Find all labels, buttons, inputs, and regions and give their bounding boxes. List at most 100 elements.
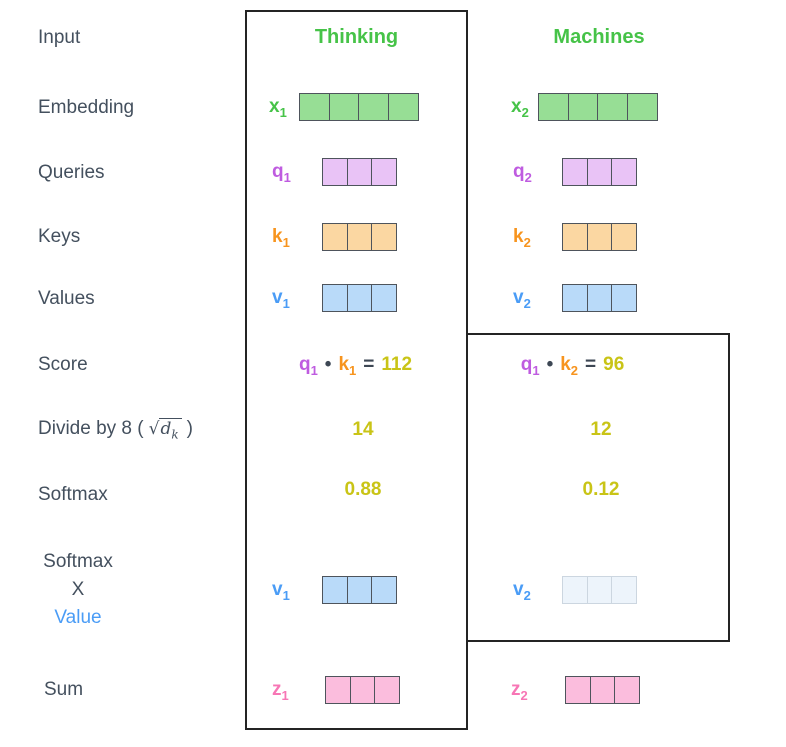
divide-label-prefix: Divide by 8 ( (38, 418, 144, 439)
vector-cell (325, 676, 351, 704)
row-label-embedding: Embedding (38, 97, 135, 118)
v2-weighted-vector-faded (562, 576, 637, 604)
vector-cell (562, 284, 588, 312)
v2-vector (562, 284, 637, 312)
vector-cell (346, 223, 373, 251)
row-label-softmax-x-value: Softmax X Value (30, 548, 126, 632)
softmax-x-value-line3: Value (54, 607, 102, 628)
divided-score-right: 12 (590, 419, 612, 440)
vector-cell (346, 158, 373, 186)
sqrt-dk-formula: √dk (148, 418, 182, 441)
dot-operator: • (324, 354, 332, 375)
k2-vector (562, 223, 637, 251)
vector-cell (371, 284, 397, 312)
z1-vector (325, 676, 400, 704)
vector-cell (371, 223, 397, 251)
z1-label: z1 (272, 679, 289, 703)
vector-cell (611, 223, 637, 251)
score-left-k: k1 (338, 354, 357, 378)
vector-cell (322, 158, 348, 186)
row-label-sum: Sum (44, 679, 84, 700)
softmax-x-value-line2: X (71, 579, 85, 600)
q1-label: q1 (272, 161, 291, 185)
k1-vector (322, 223, 397, 251)
vector-cell (586, 576, 613, 604)
vector-cell (371, 576, 397, 604)
q2-label: q2 (513, 161, 532, 185)
x1-vector (299, 93, 419, 121)
divided-score-left: 14 (352, 419, 374, 440)
vector-cell (328, 93, 360, 121)
vector-cell (374, 676, 400, 704)
score-section-outline-box (468, 333, 730, 642)
v2-label: v2 (513, 287, 531, 311)
vector-cell (611, 576, 637, 604)
score-right-value: 96 (603, 354, 625, 375)
vector-cell (567, 93, 599, 121)
vector-cell (562, 576, 588, 604)
thinking-column-outline-box (245, 10, 468, 730)
x2-vector (538, 93, 658, 121)
score-expression-right: q1 • k2 = 96 (468, 354, 677, 378)
vector-cell (586, 284, 613, 312)
v1-label: v1 (272, 287, 290, 311)
v1-weighted-label: v1 (272, 579, 290, 603)
score-left-value: 112 (381, 354, 413, 375)
vector-cell (611, 158, 637, 186)
v1-vector (322, 284, 397, 312)
softmax-value-right: 0.12 (582, 479, 620, 500)
vector-cell (322, 223, 348, 251)
v2-weighted-label: v2 (513, 579, 531, 603)
vector-cell (562, 158, 588, 186)
row-label-queries: Queries (38, 162, 105, 183)
row-label-divide: Divide by 8 (√dk) (38, 417, 193, 446)
z2-label: z2 (511, 679, 528, 703)
vector-cell (597, 93, 628, 121)
vector-cell (346, 576, 373, 604)
vector-cell (586, 158, 613, 186)
vector-cell (322, 284, 348, 312)
row-label-values: Values (38, 288, 95, 309)
vector-cell (589, 676, 616, 704)
q2-vector (562, 158, 637, 186)
vector-cell (358, 93, 389, 121)
row-label-input: Input (38, 27, 81, 48)
score-expression-left: q1 • k1 = 112 (245, 354, 466, 378)
sqrt-sign: √ (148, 419, 160, 439)
vector-cell (346, 284, 373, 312)
vector-cell (299, 93, 330, 121)
score-right-k: k2 (560, 354, 579, 378)
vector-cell (562, 223, 588, 251)
score-left-q: q1 (298, 354, 318, 378)
k1-label: k1 (272, 226, 290, 250)
vector-cell (322, 576, 348, 604)
equals-sign: = (363, 354, 375, 375)
column-header-thinking: Thinking (314, 26, 399, 48)
vector-cell (611, 284, 637, 312)
sqrt-radicand: dk (159, 418, 182, 441)
vector-cell (614, 676, 640, 704)
dot-operator: • (546, 354, 554, 375)
score-right-q: q1 (520, 354, 540, 378)
q1-vector (322, 158, 397, 186)
vector-cell (371, 158, 397, 186)
vector-cell (586, 223, 613, 251)
x1-label: x1 (269, 96, 287, 120)
vector-cell (538, 93, 569, 121)
z2-vector (565, 676, 640, 704)
softmax-value-left: 0.88 (344, 479, 382, 500)
v1-weighted-vector (322, 576, 397, 604)
row-label-score: Score (38, 354, 88, 375)
column-header-machines: Machines (553, 26, 645, 48)
vector-cell (349, 676, 376, 704)
vector-cell (626, 93, 658, 121)
row-label-keys: Keys (38, 226, 81, 247)
equals-sign: = (585, 354, 597, 375)
vector-cell (565, 676, 591, 704)
vector-cell (387, 93, 419, 121)
divide-label-suffix: ) (186, 418, 193, 439)
x2-label: x2 (511, 96, 529, 120)
row-label-softmax: Softmax (38, 484, 108, 505)
softmax-x-value-line1: Softmax (43, 551, 113, 572)
